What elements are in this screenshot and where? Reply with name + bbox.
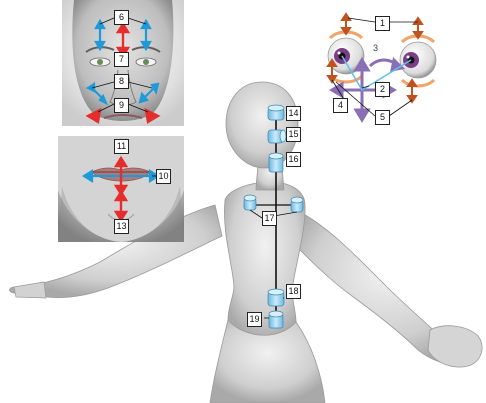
label-11: 11 xyxy=(114,139,129,154)
label-8: 8 xyxy=(114,74,129,89)
joint-17-left xyxy=(244,195,256,210)
label-19: 19 xyxy=(247,312,262,327)
label-7: 7 xyxy=(114,52,129,67)
label-9: 9 xyxy=(114,98,129,113)
joint-15 xyxy=(268,130,286,143)
label-15: 15 xyxy=(286,127,301,142)
label-14: 14 xyxy=(286,106,301,121)
eyeball-pair xyxy=(328,38,436,78)
joint-16 xyxy=(269,153,283,172)
joint-19 xyxy=(269,311,283,328)
label-5: 5 xyxy=(375,110,390,125)
label-1: 1 xyxy=(375,16,390,31)
label-4: 4 xyxy=(333,98,348,113)
label-6: 6 xyxy=(114,10,129,25)
joint-17-right xyxy=(291,197,303,212)
mannequin-figure xyxy=(10,82,483,403)
label-18: 18 xyxy=(286,284,301,299)
label-17: 17 xyxy=(262,211,277,226)
label-3: 3 xyxy=(369,42,382,55)
label-2: 2 xyxy=(375,82,390,97)
label-10: 10 xyxy=(156,169,171,184)
joint-14 xyxy=(268,105,284,120)
label-13: 13 xyxy=(114,219,129,234)
joint-18 xyxy=(268,289,284,306)
label-16: 16 xyxy=(286,152,301,167)
